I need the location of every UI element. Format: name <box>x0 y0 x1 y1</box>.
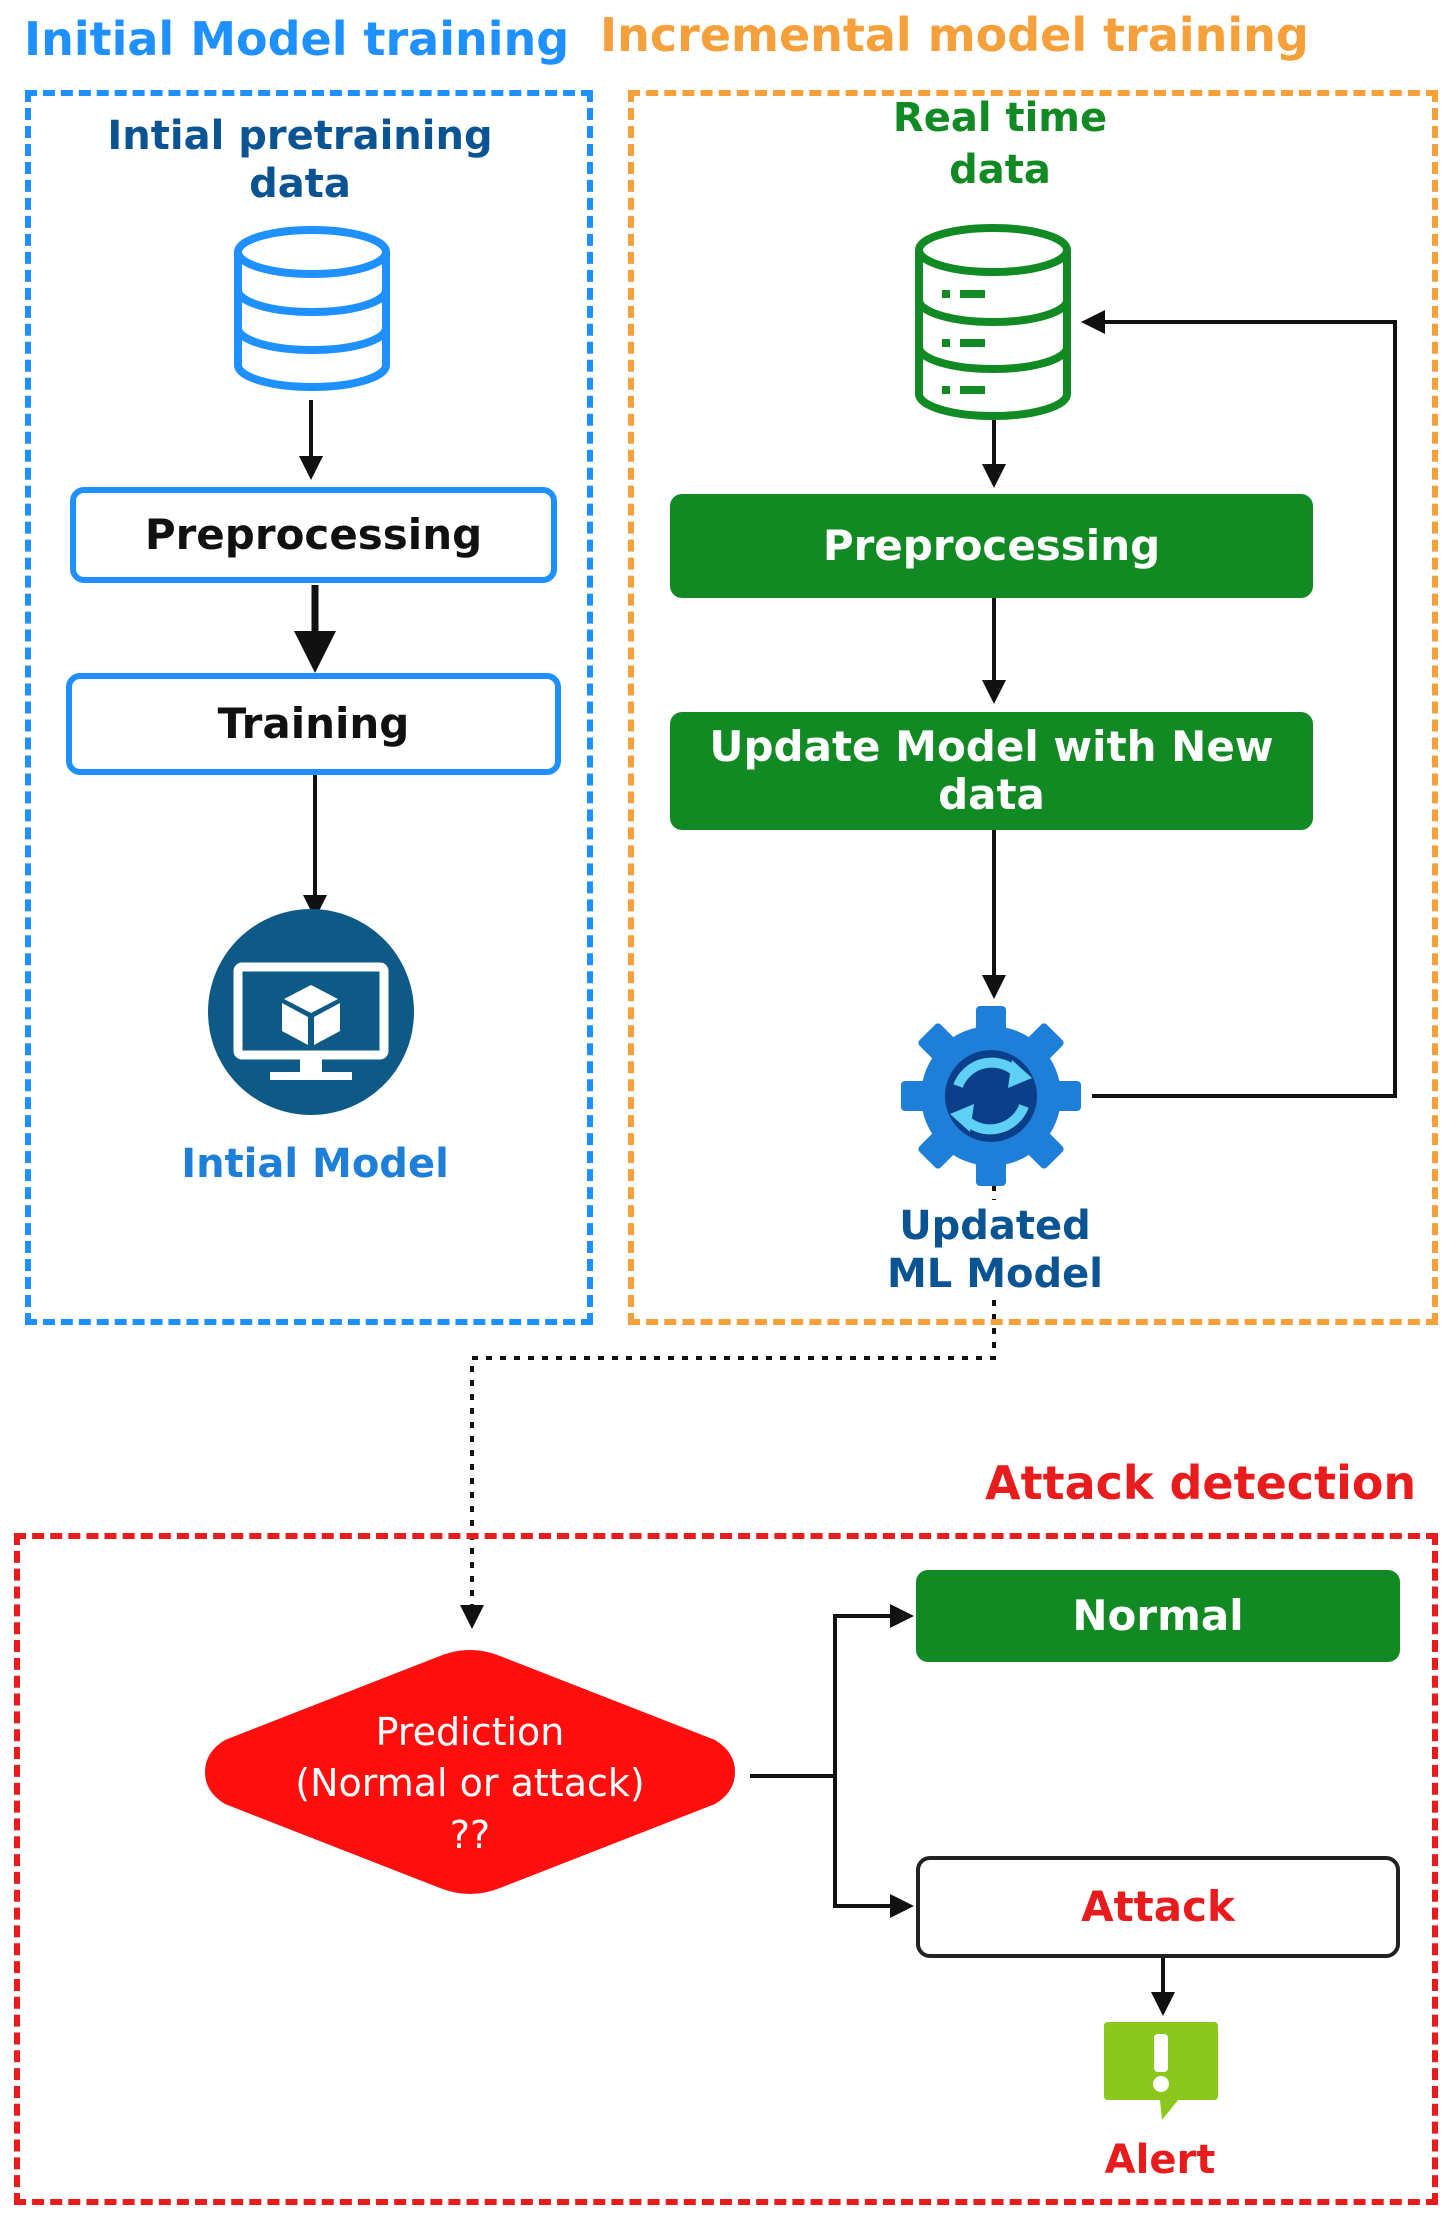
prediction-line2: (Normal or attack) <box>295 1761 645 1806</box>
update-model-line2: data <box>938 770 1045 819</box>
update-model-line1: Update Model with New <box>709 721 1274 771</box>
alert-bubble-icon <box>1104 2022 1218 2120</box>
realtime-data-label-line2: data <box>949 147 1051 193</box>
prediction-line3: ?? <box>449 1812 491 1857</box>
initial-model-label: Intial Model <box>181 1141 449 1187</box>
section-title-detection: Attack detection <box>985 1456 1417 1510</box>
initial-preprocessing-box: Preprocessing <box>70 487 557 583</box>
realtime-data-label-line1: Real time <box>892 95 1108 141</box>
server-database-icon <box>915 224 1071 420</box>
monitor-cube-icon <box>208 909 414 1115</box>
arrow-to-normal <box>833 1604 914 1776</box>
prediction-label: Prediction (Normal or attack) ?? <box>225 1707 715 1861</box>
frame-attack-detection <box>14 1533 1438 2205</box>
updated-model-line1: Updated <box>899 1203 1091 1249</box>
update-model-box: Update Model with New data <box>670 712 1313 830</box>
normal-box: Normal <box>916 1570 1400 1662</box>
sync-gear-icon <box>901 1006 1081 1186</box>
database-icon <box>234 226 390 391</box>
incremental-preprocessing-box: Preprocessing <box>670 494 1313 598</box>
attack-box: Attack <box>916 1856 1400 1958</box>
frame-incremental-training <box>628 90 1438 1325</box>
frame-initial-training <box>25 90 593 1325</box>
section-title-initial: Initial Model training <box>24 12 570 66</box>
initial-training-box: Training <box>66 673 561 775</box>
alert-label: Alert <box>1104 2137 1216 2183</box>
initial-data-label: Intial pretraining data <box>107 113 493 207</box>
updated-model-label: Updated ML Model <box>820 1202 1170 1298</box>
prediction-diamond <box>205 1650 735 1894</box>
section-title-incremental: Incremental model training <box>600 8 1309 62</box>
arrow-to-attack <box>833 1776 914 1918</box>
prediction-line1: Prediction <box>375 1710 565 1754</box>
realtime-data-label: Real time data <box>850 94 1150 194</box>
feedback-loop-arrow <box>1081 310 1397 1098</box>
updated-model-line2: ML Model <box>887 1251 1103 1297</box>
